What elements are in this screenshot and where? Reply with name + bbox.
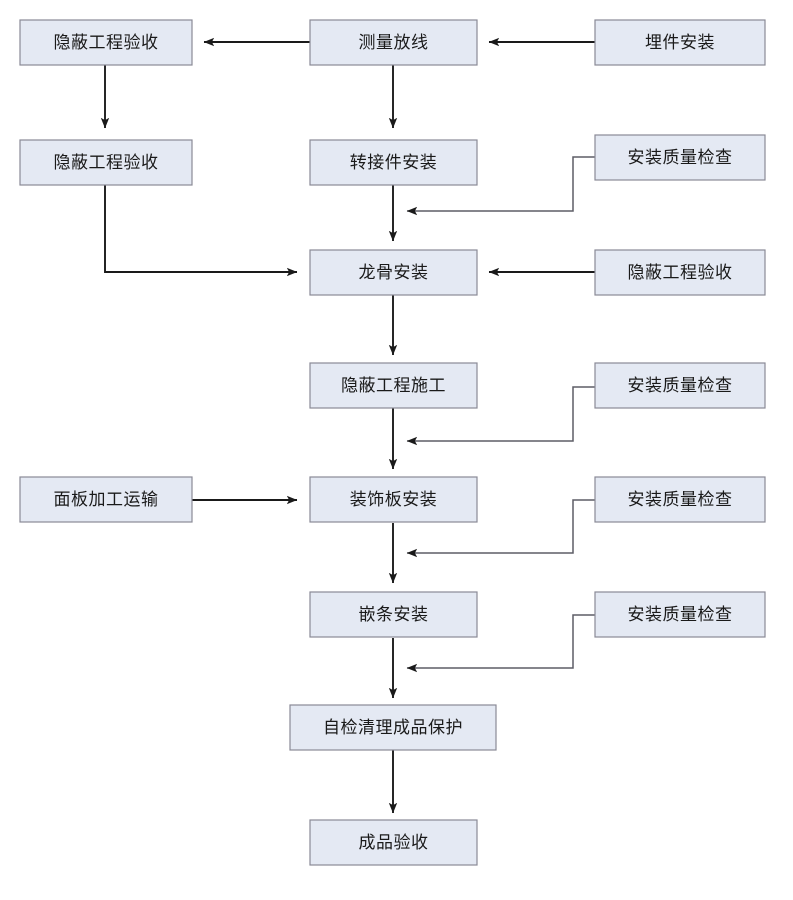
node-box[interactable] (19, 139, 193, 186)
node-box[interactable] (309, 591, 478, 638)
node-box[interactable] (594, 134, 766, 181)
node-box[interactable] (289, 704, 497, 751)
node-box[interactable] (309, 362, 478, 409)
node-box[interactable] (594, 591, 766, 638)
edge-zhijian2-elbow (406, 386, 595, 446)
node-longgu-anzhuang[interactable]: 龙骨安装 (309, 249, 478, 296)
node-box[interactable] (309, 249, 478, 296)
node-box[interactable] (19, 19, 193, 66)
node-zhuangshiban-anzhuang[interactable]: 装饰板安装 (309, 476, 478, 523)
node-yinbi-gongcheng-yanshou-2[interactable]: 隐蔽工程验收 (19, 139, 193, 186)
node-mianban-jiagong-yunshu[interactable]: 面板加工运输 (19, 476, 193, 523)
node-box[interactable] (594, 362, 766, 409)
edge-yinbi2-to-longgu (104, 185, 298, 277)
node-zijian-qingli-chengpin-baohu[interactable]: 自检清理成品保护 (289, 704, 497, 751)
node-yinbi-gongcheng-yanshou-3[interactable]: 隐蔽工程验收 (594, 249, 766, 296)
node-box[interactable] (309, 139, 478, 186)
node-yinbi-gongcheng-shigong[interactable]: 隐蔽工程施工 (309, 362, 478, 409)
node-box[interactable] (19, 476, 193, 523)
node-box[interactable] (594, 19, 766, 66)
node-box[interactable] (309, 19, 478, 66)
node-chengpin-yanshou[interactable]: 成品验收 (309, 819, 478, 866)
node-box[interactable] (309, 819, 478, 866)
node-zhuanjiejian-anzhuang[interactable]: 转接件安装 (309, 139, 478, 186)
node-box[interactable] (594, 476, 766, 523)
node-yinbi-gongcheng-yanshou-1[interactable]: 隐蔽工程验收 (19, 19, 193, 66)
edge-zhijian4-elbow (406, 614, 595, 673)
edge-zhijian1-elbow (406, 156, 595, 216)
node-celiang-fangxian[interactable]: 测量放线 (309, 19, 478, 66)
node-qiantiao-anzhuang[interactable]: 嵌条安装 (309, 591, 478, 638)
node-box[interactable] (309, 476, 478, 523)
node-box[interactable] (594, 249, 766, 296)
node-maijian-anzhuang[interactable]: 埋件安装 (594, 19, 766, 66)
edge-zhijian3-elbow (406, 499, 595, 558)
node-anzhuang-zhiliang-jiancha-2[interactable]: 安装质量检查 (594, 362, 766, 409)
node-anzhuang-zhiliang-jiancha-3[interactable]: 安装质量检查 (594, 476, 766, 523)
node-anzhuang-zhiliang-jiancha-4[interactable]: 安装质量检查 (594, 591, 766, 638)
edge-layer (100, 37, 595, 814)
node-anzhuang-zhiliang-jiancha-1[interactable]: 安装质量检查 (594, 134, 766, 181)
